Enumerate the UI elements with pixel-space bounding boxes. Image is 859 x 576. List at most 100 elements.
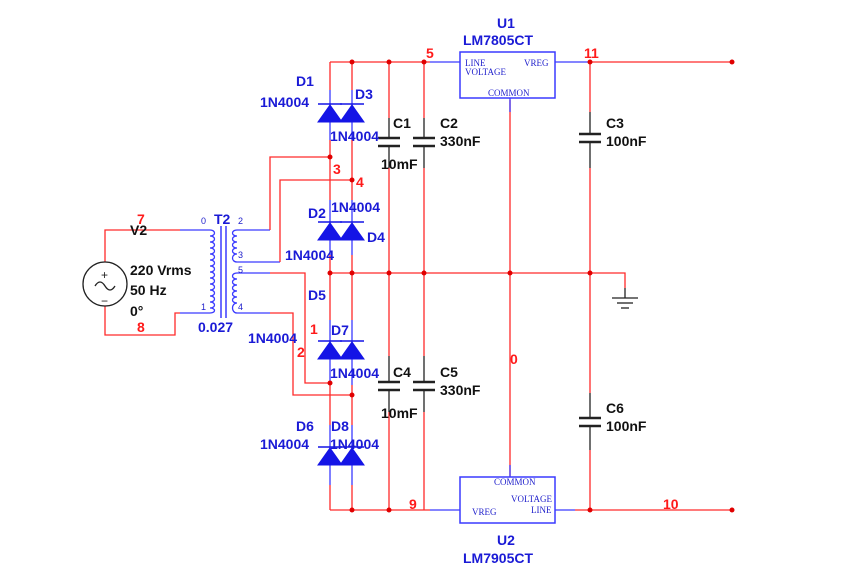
u1-model-label: LM7805CT [463,32,533,48]
secondary-coil-upper-icon [231,229,238,263]
capacitor-c5[interactable] [413,380,435,392]
c6-ref-label: C6 [606,400,624,416]
v2-ref-label: V2 [130,222,147,238]
pin-label: 2 [238,216,243,226]
diode-icon [339,222,365,241]
wires [104,61,732,511]
diode-d3[interactable] [339,103,365,123]
output-terminal-positive[interactable] [729,59,735,65]
capacitor-c6[interactable] [579,416,601,428]
pin-common-label: COMMON [488,88,530,98]
regulator-u2[interactable]: COMMON VOLTAGE LINE VREG [459,476,556,524]
pin-label: 3 [238,250,243,260]
d5-ref-label: D5 [308,287,326,303]
d6-ref-label: D6 [296,418,314,434]
d2-ref-label: D2 [308,205,326,221]
pin-label: 5 [238,265,243,275]
node-label-3: 3 [333,161,341,177]
diode-icon [317,341,343,360]
v2-phase-label: 0° [130,303,143,319]
t2-ratio-label: 0.027 [198,319,233,335]
node-label-10: 10 [663,496,679,512]
diode-icon [317,104,343,123]
junction-dot [349,177,355,183]
node-label-5: 5 [426,45,434,61]
node-label-4: 4 [356,174,364,190]
transformer-t2[interactable]: 0 1 2 3 5 4 [201,216,243,318]
regulator-u1[interactable]: LINE VOLTAGE VREG COMMON [459,51,556,99]
node-label-11: 11 [584,45,599,61]
junction-dot [327,270,333,276]
capacitor-c4[interactable] [378,380,400,392]
ground-symbol [612,288,638,309]
u2-ref-label: U2 [497,532,515,548]
junction-dot [349,507,355,513]
diode-icon [339,104,365,123]
plus-sign: + [101,268,108,282]
diode-icon [339,447,365,466]
wire-node-4[interactable] [279,179,352,262]
t2-ref-label: T2 [214,211,231,227]
output-terminal-negative[interactable] [729,507,735,513]
minus-sign: − [101,294,108,308]
diode-d8[interactable] [339,446,365,466]
diode-icon [317,222,343,241]
diode-d6[interactable] [317,446,343,466]
pin-line-label: LINE [531,505,552,515]
wire-node-1[interactable] [270,272,330,384]
pin-vreg-label: VREG [524,58,549,68]
diode-d7[interactable] [339,340,365,360]
junction-dot [421,59,427,65]
d7-model-label: 1N4004 [330,365,379,381]
c4-value-label: 10mF [381,405,418,421]
sine-wave-icon [94,281,116,291]
c3-ref-label: C3 [606,115,624,131]
diode-d5[interactable] [317,340,343,360]
capacitor-c3[interactable] [579,132,601,144]
junction-dot [587,270,593,276]
diode-icon [339,341,365,360]
d2-model-label: 1N4004 [331,199,380,215]
c6-value-label: 100nF [606,418,647,434]
junction-dot [507,270,513,276]
wire-node-2[interactable] [270,312,352,396]
d5-model-label: 1N4004 [248,330,297,346]
pin-vreg-label: VREG [472,507,497,517]
d6-model-label: 1N4004 [260,436,309,452]
diode-d2[interactable] [317,221,343,241]
pin-line-label: LINE [465,58,486,68]
junction-dot [327,154,333,160]
capacitor-c1[interactable] [378,136,400,148]
d4-model-label: 1N4004 [285,247,334,263]
diode-d1[interactable] [317,103,343,123]
node-label-1: 1 [310,321,318,337]
capacitor-c2[interactable] [413,136,435,148]
c1-value-label: 10mF [381,156,418,172]
pin-voltage-label: VOLTAGE [465,67,506,77]
ac-source-v2[interactable]: + − [82,261,128,308]
c5-ref-label: C5 [440,364,458,380]
d4-ref-label: D4 [367,229,385,245]
wire-node-7[interactable] [104,229,180,265]
wire-node-8[interactable] [104,300,180,336]
pin-voltage-label: VOLTAGE [511,494,552,504]
node-label-9: 9 [409,496,417,512]
pin-common-label: COMMON [494,477,536,487]
junction-dot [349,59,355,65]
c1-ref-label: C1 [393,115,411,131]
secondary-coil-lower-icon [231,272,238,314]
wire-node-3[interactable] [269,156,330,230]
junction-dot [386,270,392,276]
u2-model-label: LM7905CT [463,550,533,566]
diode-d4[interactable] [339,221,365,241]
v2-voltage-label: 220 Vrms [130,262,192,278]
junction-dot [587,507,593,513]
junction-dot [349,392,355,398]
c2-value-label: 330nF [440,133,481,149]
wire-node-0[interactable] [330,272,626,288]
v2-frequency-label: 50 Hz [130,282,167,298]
pin-label: 1 [201,302,206,312]
junction-dot [349,270,355,276]
d1-ref-label: D1 [296,73,314,89]
